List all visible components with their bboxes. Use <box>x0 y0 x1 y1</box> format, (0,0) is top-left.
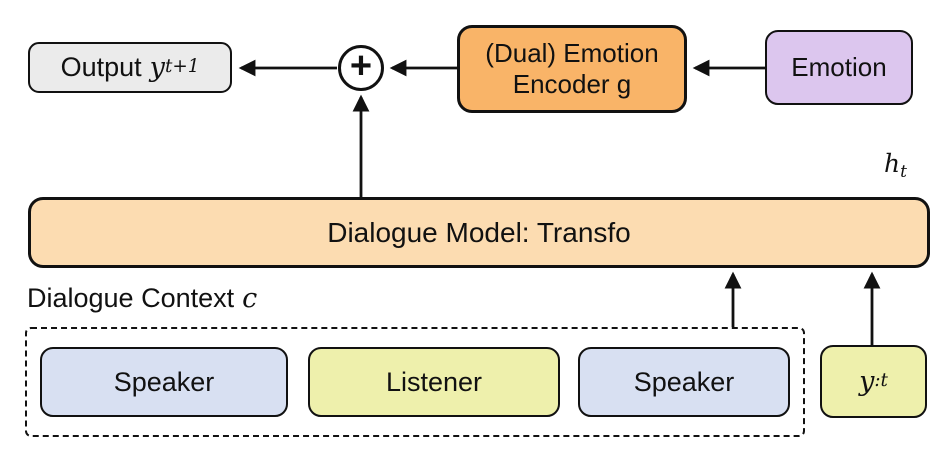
encoder-line1: (Dual) Emotion <box>485 37 659 68</box>
context-item-speaker-1: Speaker <box>40 347 288 417</box>
yt-var: y <box>859 366 875 397</box>
hidden-state-subscript: t <box>900 161 907 182</box>
encoder-line2: Encoder g <box>512 69 632 99</box>
output-var: y <box>149 52 165 83</box>
yt-subscript: :t <box>874 370 888 392</box>
speaker1-label: Speaker <box>113 366 215 397</box>
dialogue-model-box: Dialogue Model: Transfo <box>28 197 930 268</box>
dialogue-model-label: Dialogue Model: Transfo <box>327 216 631 248</box>
hidden-state-label: ht <box>884 149 907 181</box>
speaker2-label: Speaker <box>633 366 735 397</box>
dialogue-context-group <box>25 327 805 437</box>
context-item-listener: Listener <box>308 347 560 417</box>
output-subscript: t+1 <box>164 56 200 78</box>
emotion-box: Emotion <box>765 30 913 105</box>
output-label: Output <box>60 52 142 82</box>
context-var: c <box>242 283 258 314</box>
plus-node: + <box>338 45 384 91</box>
emotion-encoder-box: (Dual) Emotion Encoder g <box>457 25 687 113</box>
yt-box: y:t <box>820 345 927 418</box>
emotion-label: Emotion <box>791 52 887 82</box>
context-label-text: Dialogue Context <box>27 283 235 313</box>
plus-icon: + <box>349 45 373 87</box>
listener-label: Listener <box>385 366 483 397</box>
hidden-state-var: h <box>884 149 901 178</box>
context-item-speaker-2: Speaker <box>578 347 790 417</box>
